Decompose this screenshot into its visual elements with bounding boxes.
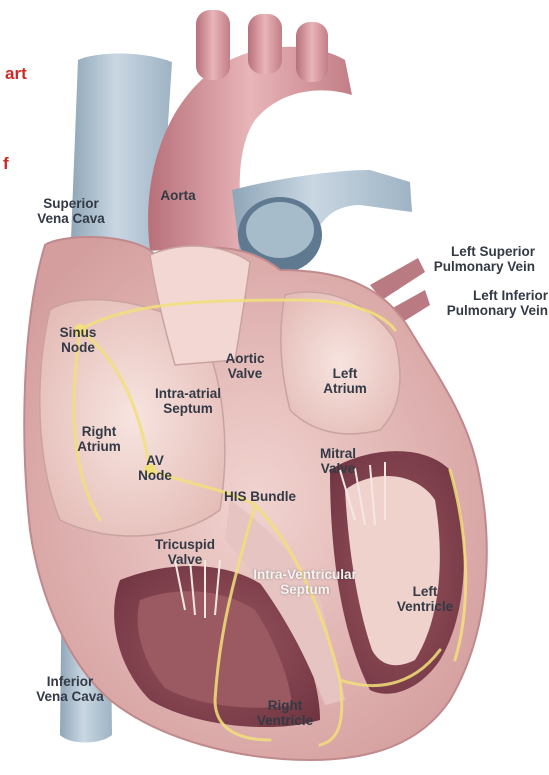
title-fragment-2: f [3, 154, 9, 174]
label-mitral-valve: Mitral Valve [303, 446, 373, 476]
aorta-branch-2 [248, 14, 282, 74]
pulmonary-artery-lumen [246, 202, 314, 258]
aorta-branch-3 [296, 22, 328, 82]
label-right-atrium: Right Atrium [64, 424, 134, 454]
label-intra-atrial-septum: Intra-atrial Septum [143, 386, 233, 416]
label-superior-vena-cava: Superior Vena Cava [26, 196, 116, 226]
label-intra-ventricular-septum: Intra-Ventricular Septum [235, 567, 375, 597]
label-aortic-valve: Aortic Valve [210, 351, 280, 381]
label-left-ventricle: Left Ventricle [385, 584, 465, 614]
label-right-ventricle: Right Ventricle [240, 698, 330, 728]
label-left-atrium: Left Atrium [310, 366, 380, 396]
label-his-bundle: HIS Bundle [210, 489, 310, 504]
label-left-superior-pulmonary-vein: Left Superior Pulmonary Vein [405, 244, 535, 274]
label-sinus-node: Sinus Node [48, 325, 108, 355]
label-aorta: Aorta [148, 188, 208, 203]
title-fragment-1: art [5, 64, 27, 84]
aorta-branch-1 [196, 10, 230, 80]
label-left-inferior-pulmonary-vein: Left Inferior Pulmonary Vein [405, 288, 548, 318]
label-inferior-vena-cava: Inferior Vena Cava [25, 674, 115, 704]
label-tricuspid-valve: Tricuspid Valve [140, 537, 230, 567]
label-av-node: AV Node [125, 453, 185, 483]
